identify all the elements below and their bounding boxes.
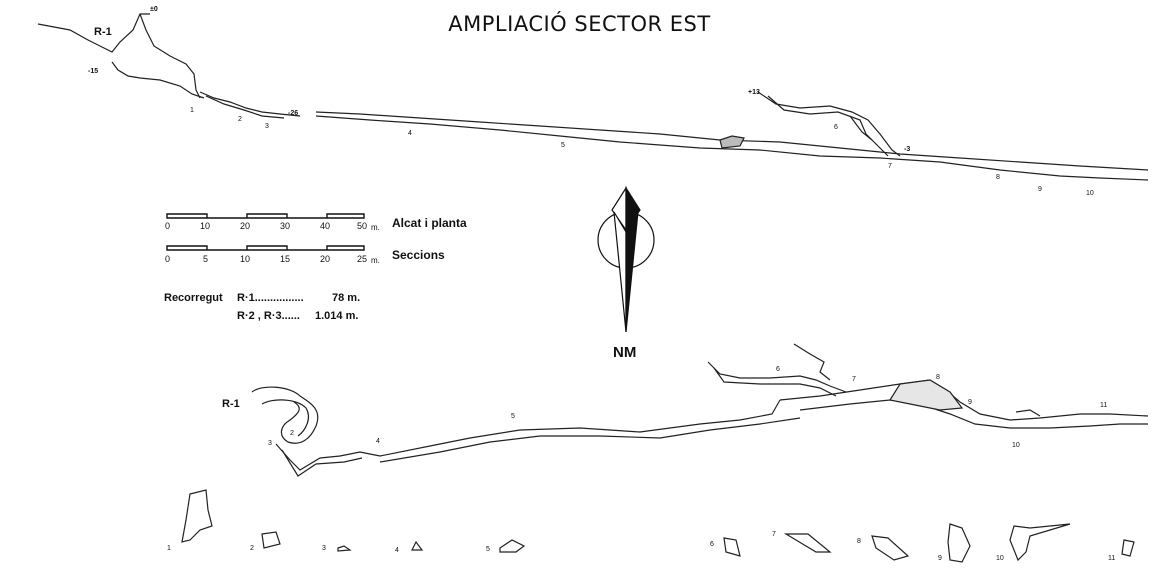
scale-tick: 0: [165, 254, 171, 264]
elevation-station: 2: [238, 116, 242, 123]
plan-station: 6: [776, 366, 780, 373]
depth-label: +13: [748, 89, 760, 96]
scale-tick: 50: [357, 221, 368, 231]
plan-station: 2: [290, 430, 294, 437]
section-label: 7: [772, 531, 776, 538]
depth-label: -26: [288, 110, 299, 117]
recorregut-label: Recorregut: [164, 292, 223, 304]
elevation-station: 4: [408, 130, 412, 137]
elevation-station: 1: [190, 107, 194, 114]
scale-bar-plan: [166, 213, 365, 219]
section-label: 8: [857, 538, 861, 545]
section-label: 1: [167, 545, 171, 552]
map-title: AMPLIACIÓ SECTOR EST: [448, 12, 711, 36]
scale-unit: m.: [371, 223, 380, 232]
plan-station: 3: [268, 440, 272, 447]
scale-tick: 20: [240, 221, 251, 231]
entrance-label-plan: R-1: [222, 398, 240, 410]
scale-bar-sections: [166, 245, 365, 251]
scale-tick: 0: [165, 221, 171, 231]
recorregut-r1-value: 78 m.: [332, 292, 361, 304]
elevation-station: 6: [834, 124, 838, 131]
scale-tick: 25: [357, 254, 368, 264]
depth-label: ±0: [150, 6, 158, 13]
section-label: 9: [938, 555, 942, 562]
plan-view: [251, 343, 1149, 477]
plan-station: 11: [1100, 402, 1108, 409]
section-label: 3: [322, 545, 326, 552]
scale-tick: 15: [280, 254, 291, 264]
section-label: 11: [1108, 555, 1116, 562]
plan-station: 9: [968, 399, 972, 406]
elevation-station: 3: [265, 123, 269, 130]
section-label: 5: [486, 546, 490, 553]
plan-station: 5: [511, 413, 515, 420]
recorregut-r1-label: R·1................: [237, 292, 304, 304]
scale-tick: 30: [280, 221, 291, 231]
depth-label: -15: [88, 68, 99, 75]
elevation-profile: [37, 13, 1149, 181]
plan-station: 7: [852, 376, 856, 383]
elevation-station: 7: [888, 163, 892, 170]
scale-tick: 10: [240, 254, 251, 264]
north-arrow-label: NM: [613, 344, 637, 361]
north-arrow: [597, 185, 655, 333]
section-label: 10: [996, 555, 1004, 562]
scale-tick: 5: [203, 254, 209, 264]
elevation-station: 9: [1038, 186, 1042, 193]
elevation-station: 8: [996, 174, 1000, 181]
entrance-label-elevation: R-1: [94, 26, 112, 38]
scale-caption-sections: Seccions: [392, 248, 445, 262]
elevation-station: 5: [561, 142, 565, 149]
scale-caption-plan: Alcat i planta: [392, 216, 467, 230]
section-label: 2: [250, 545, 254, 552]
plan-station: 4: [376, 438, 380, 445]
depth-label: -3: [904, 146, 911, 153]
recorregut-r23-value: 1.014 m.: [315, 310, 359, 322]
plan-station: 10: [1012, 442, 1020, 449]
elevation-station: 10: [1086, 190, 1094, 197]
scale-tick: 20: [320, 254, 331, 264]
cross-sections: [181, 489, 1135, 563]
section-label: 6: [710, 541, 714, 548]
scale-unit: m.: [371, 256, 380, 265]
plan-station: 8: [936, 374, 940, 381]
section-label: 4: [395, 547, 399, 554]
recorregut-r23-label: R·2 , R·3......: [237, 310, 300, 322]
scale-tick: 10: [200, 221, 211, 231]
scale-tick: 40: [320, 221, 331, 231]
